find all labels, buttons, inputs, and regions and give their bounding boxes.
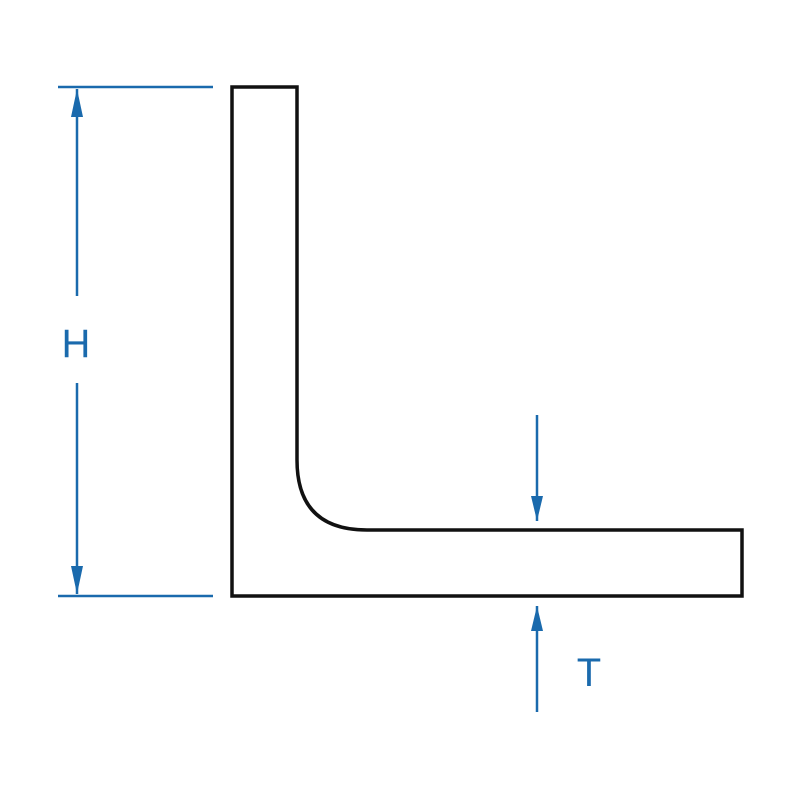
arrowhead-icon [71,566,83,594]
arrowhead-icon [531,496,543,521]
arrowhead-icon [71,89,83,117]
height-label: H [62,322,91,366]
thickness-label: T [577,651,601,695]
arrowhead-icon [531,606,543,631]
l-angle-profile [230,85,744,598]
